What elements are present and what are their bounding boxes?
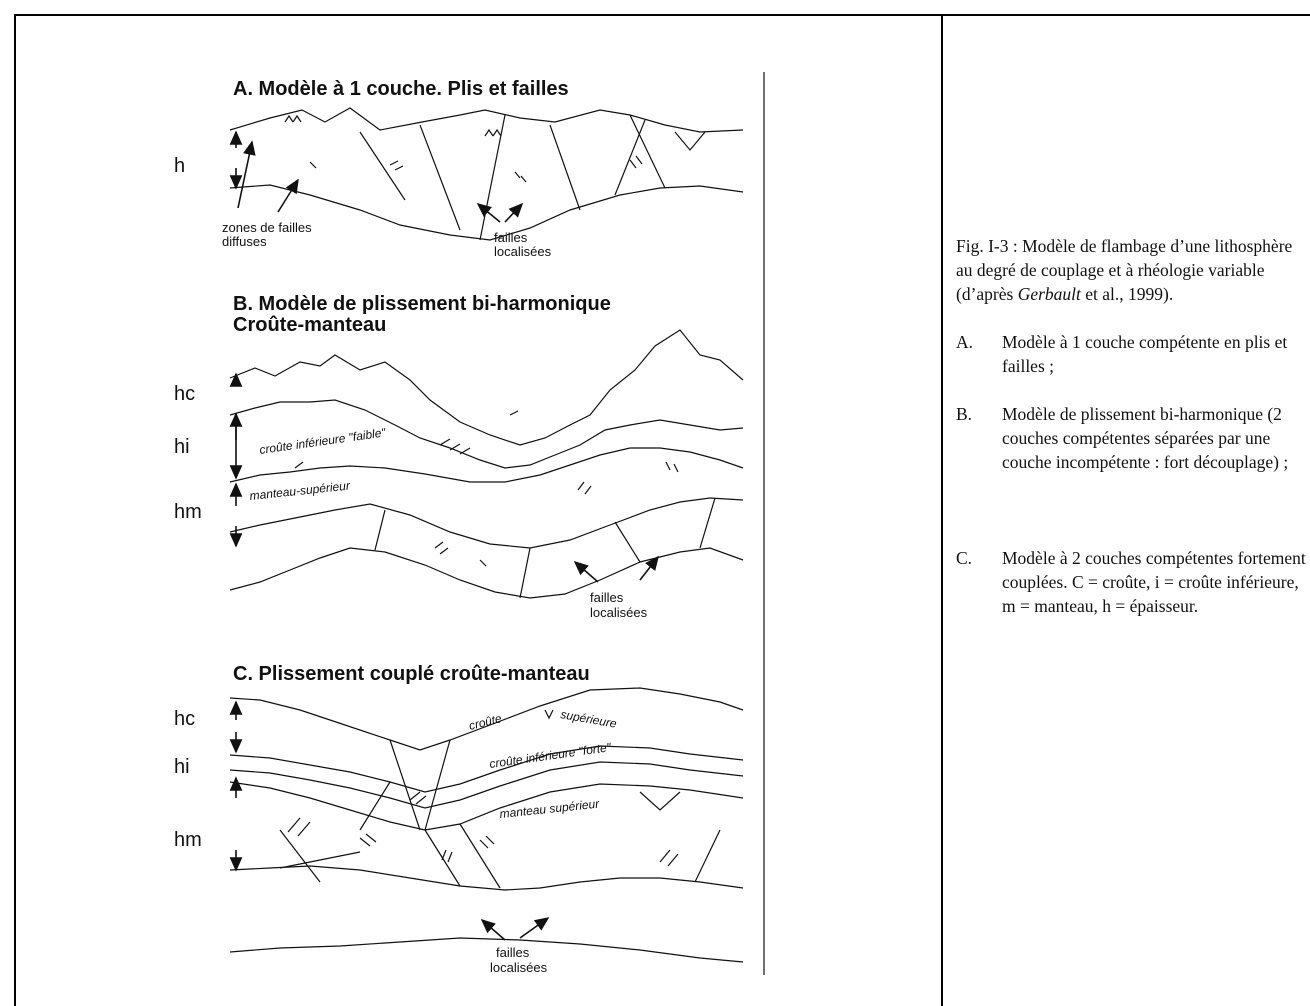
panel-b-layers (229, 329, 744, 599)
panel-b-hm-label: hm (174, 501, 202, 523)
panel-b-manteau-sup-label: manteau-supérieur (249, 478, 352, 503)
table-column-divider (941, 14, 943, 1006)
caption-intro-text: Fig. I-3 : Modèle de flambage d’une lith… (956, 236, 1293, 304)
figure-svg: A. Modèle à 1 couche. Plis et failles h (174, 72, 765, 975)
panel-c-croute-sup-label-2: supérieure (559, 707, 618, 731)
buckling-model-figure: A. Modèle à 1 couche. Plis et failles h (160, 70, 780, 990)
panel-b-failles-label-2: localisées (590, 605, 648, 620)
caption-author: Gerbault (1017, 284, 1081, 304)
panel-a-layers (229, 107, 744, 241)
figure-caption: Fig. I-3 : Modèle de flambage d’une lith… (956, 234, 1306, 618)
panel-c-manteau-sup-label: manteau supérieur (499, 796, 601, 820)
panel-c-layers (229, 687, 744, 963)
panel-b-title-line2: Croûte-manteau (233, 314, 386, 336)
panel-a-zones-label-2: diffuses (222, 234, 267, 249)
caption-item-text: Modèle à 1 couche compétente en plis et … (1002, 332, 1288, 376)
caption-item-b: B. Modèle de plissement bi-harmonique (2… (956, 402, 1306, 474)
table-left-border (14, 14, 16, 1006)
caption-item-a: A. Modèle à 1 couche compétente en plis … (956, 330, 1306, 378)
caption-item-letter: B. (956, 404, 973, 424)
caption-intro-tail: et al., 1999). (1080, 284, 1174, 304)
panel-b-title-line1: B. Modèle de plissement bi-harmonique (233, 293, 611, 315)
caption-item-letter: A. (956, 332, 974, 352)
panel-a-h-label: h (174, 155, 185, 177)
panel-c-croute-sup-label-1: croûte (467, 711, 503, 733)
panel-c-title: C. Plissement couplé croûte-manteau (233, 663, 590, 685)
caption-item-c: C. Modèle à 2 couches compétentes fortem… (956, 546, 1306, 618)
panel-b-failles-label-1: failles (590, 590, 624, 605)
panel-b-croute-inf-label: croûte inférieure "faible" (258, 425, 387, 457)
panel-c-hi-label: hi (174, 756, 190, 778)
panel-a-failles-label-2: localisées (494, 244, 552, 259)
panel-b-hi-label: hi (174, 436, 190, 458)
panel-c-hc-label: hc (174, 708, 195, 730)
panel-c-hm-label: hm (174, 829, 202, 851)
panel-a-title: A. Modèle à 1 couche. Plis et failles (233, 78, 569, 100)
panel-c-failles-label-1: failles (496, 945, 530, 960)
panel-c-failles-label-2: localisées (490, 960, 548, 975)
table-top-border (14, 14, 1310, 16)
caption-item-text: Modèle à 2 couches compétentes fortement… (1002, 548, 1306, 616)
caption-item-letter: C. (956, 548, 973, 568)
panel-c-croute-inf-label: croûte inférieure "forte" (488, 740, 612, 771)
panel-a-zones-label-1: zones de failles (222, 220, 312, 235)
caption-item-text: Modèle de plissement bi-harmonique (2 co… (1002, 404, 1289, 472)
panel-b-hc-label: hc (174, 383, 195, 405)
caption-intro: Fig. I-3 : Modèle de flambage d’une lith… (956, 234, 1306, 306)
panel-a-failles-label-1: failles (494, 230, 528, 245)
